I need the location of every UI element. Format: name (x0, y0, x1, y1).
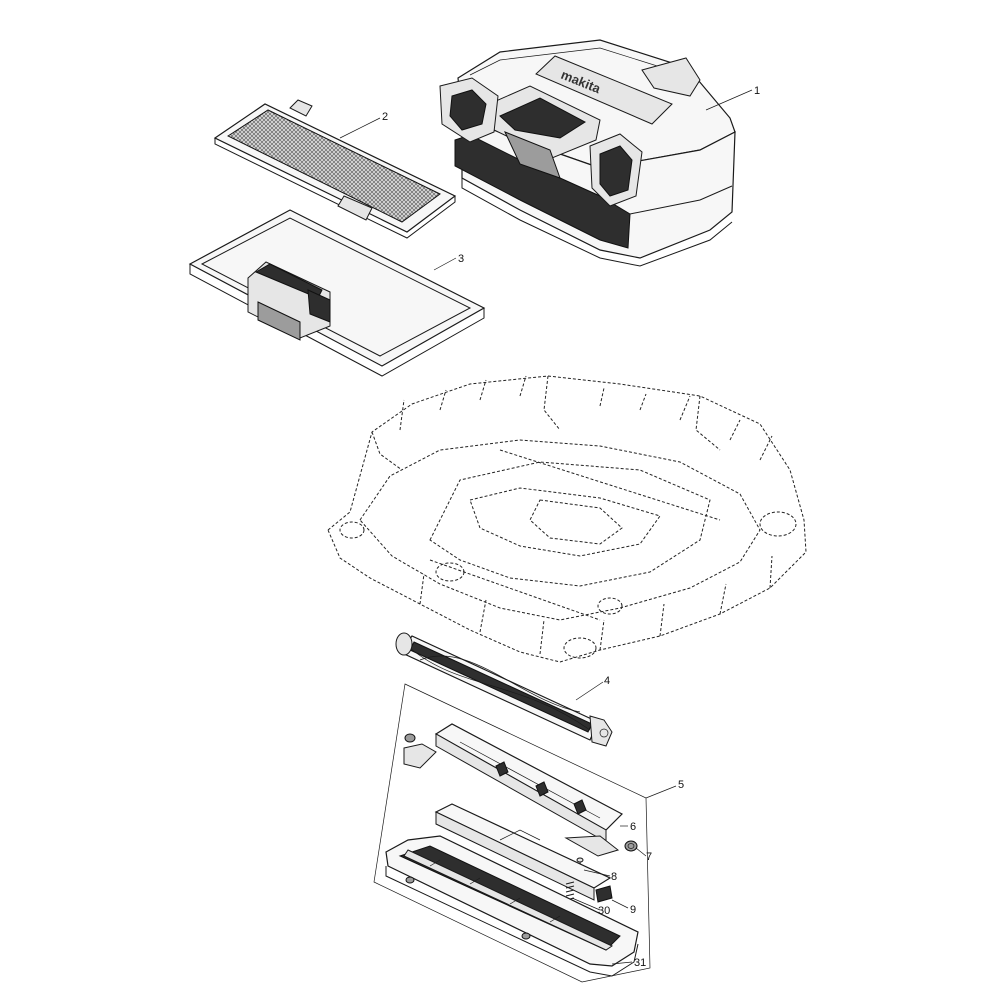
dust-box-part-1: makita (439, 39, 736, 267)
callout-5: 5 (678, 779, 684, 791)
callout-3: 3 (458, 253, 464, 265)
callout-4: 4 (604, 675, 610, 687)
callout-1: 1 (754, 85, 760, 97)
brush-housing-part-31 (385, 835, 639, 977)
robot-chassis-phantom (327, 375, 807, 663)
roller-cap-part-7 (624, 840, 638, 852)
callout-2: 2 (382, 111, 388, 123)
brush-roll-part-4 (395, 632, 613, 747)
callout-labels: 1 2 3 4 5 6 7 8 9 30 31 (382, 85, 760, 969)
leader-lines (339, 89, 753, 965)
brush-cover-part-6 (403, 723, 623, 857)
callout-30: 30 (598, 905, 610, 917)
callout-6: 6 (630, 821, 636, 833)
callout-9: 9 (630, 904, 636, 916)
assembly-boundary-part-5 (373, 683, 651, 983)
spring-part-30 (565, 881, 575, 901)
callout-31: 31 (634, 957, 646, 969)
inner-plate-part-9 (434, 803, 613, 903)
callout-7: 7 (646, 851, 652, 863)
callout-8: 8 (611, 871, 617, 883)
filter-part-2 (213, 99, 457, 239)
tray-part-3 (188, 209, 486, 377)
